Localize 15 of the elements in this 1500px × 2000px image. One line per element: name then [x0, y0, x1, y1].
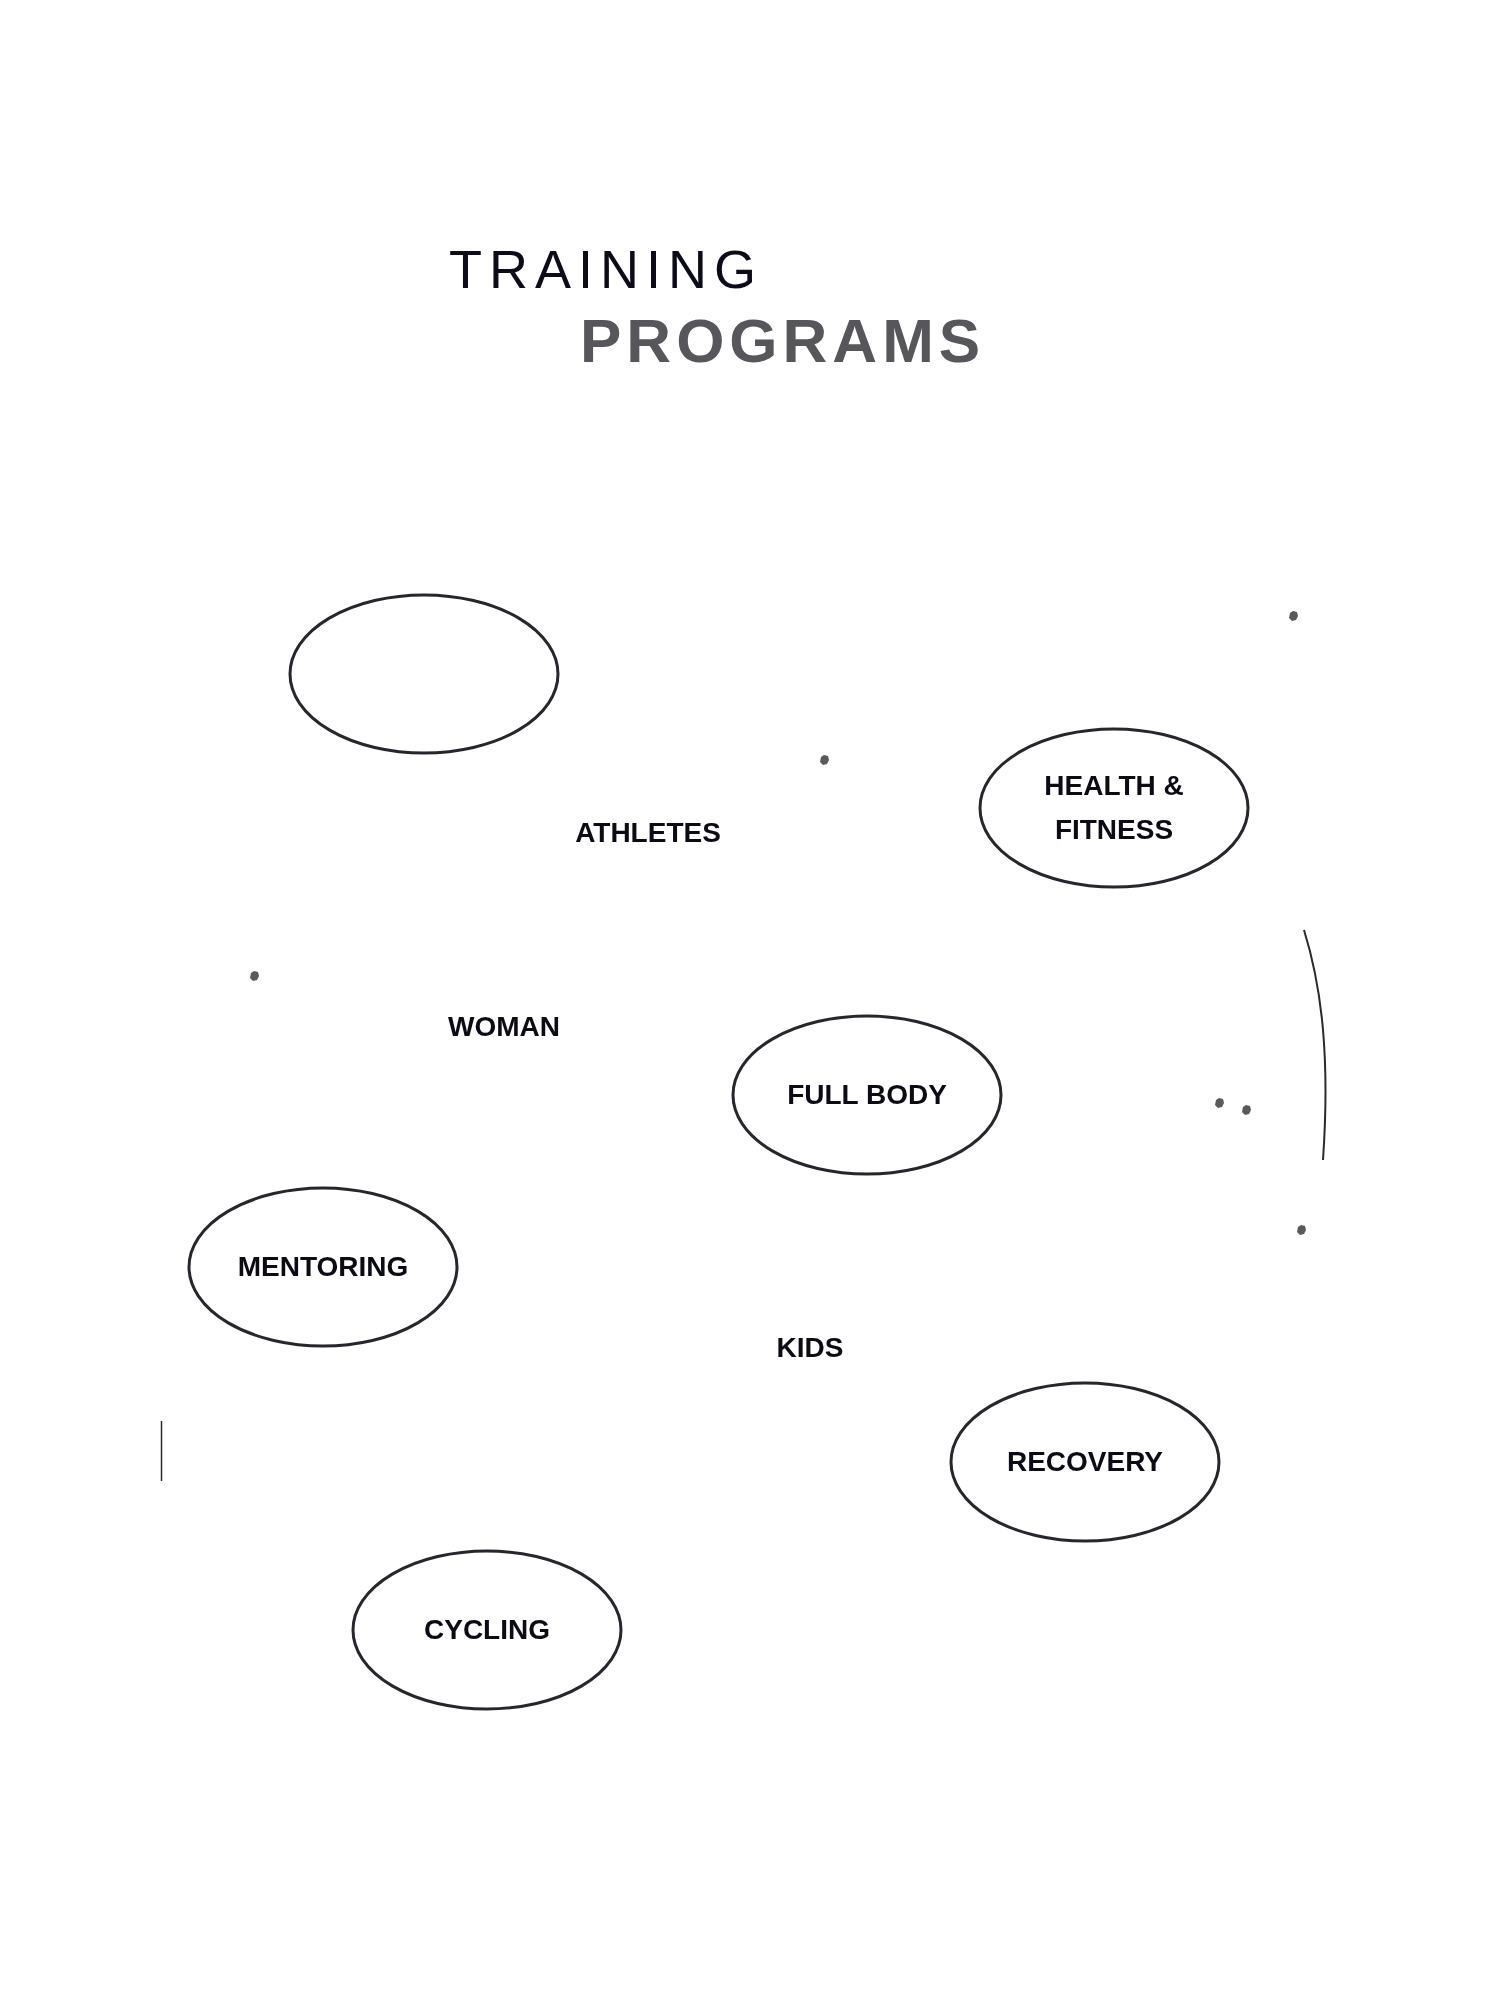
node-label: FULL BODY [787, 1078, 947, 1112]
node-label: HEALTH & FITNESS [1043, 769, 1185, 847]
oval-shape [288, 593, 560, 755]
node-label: MENTORING [237, 1250, 409, 1284]
text-label: ATHLETES [575, 816, 721, 850]
text-label: WOMAN [448, 1010, 560, 1044]
title-heading: TRAINING PROGRAMS [449, 238, 986, 372]
text-label: KIDS [776, 1331, 844, 1365]
oval-node [351, 1549, 623, 1711]
node-label: CYCLING [424, 1613, 550, 1647]
oval-node [187, 1186, 459, 1348]
oval-node [978, 727, 1250, 889]
oval-node [731, 1014, 1003, 1176]
node-label: RECOVERY [1006, 1445, 1164, 1479]
oval-node [949, 1381, 1221, 1543]
